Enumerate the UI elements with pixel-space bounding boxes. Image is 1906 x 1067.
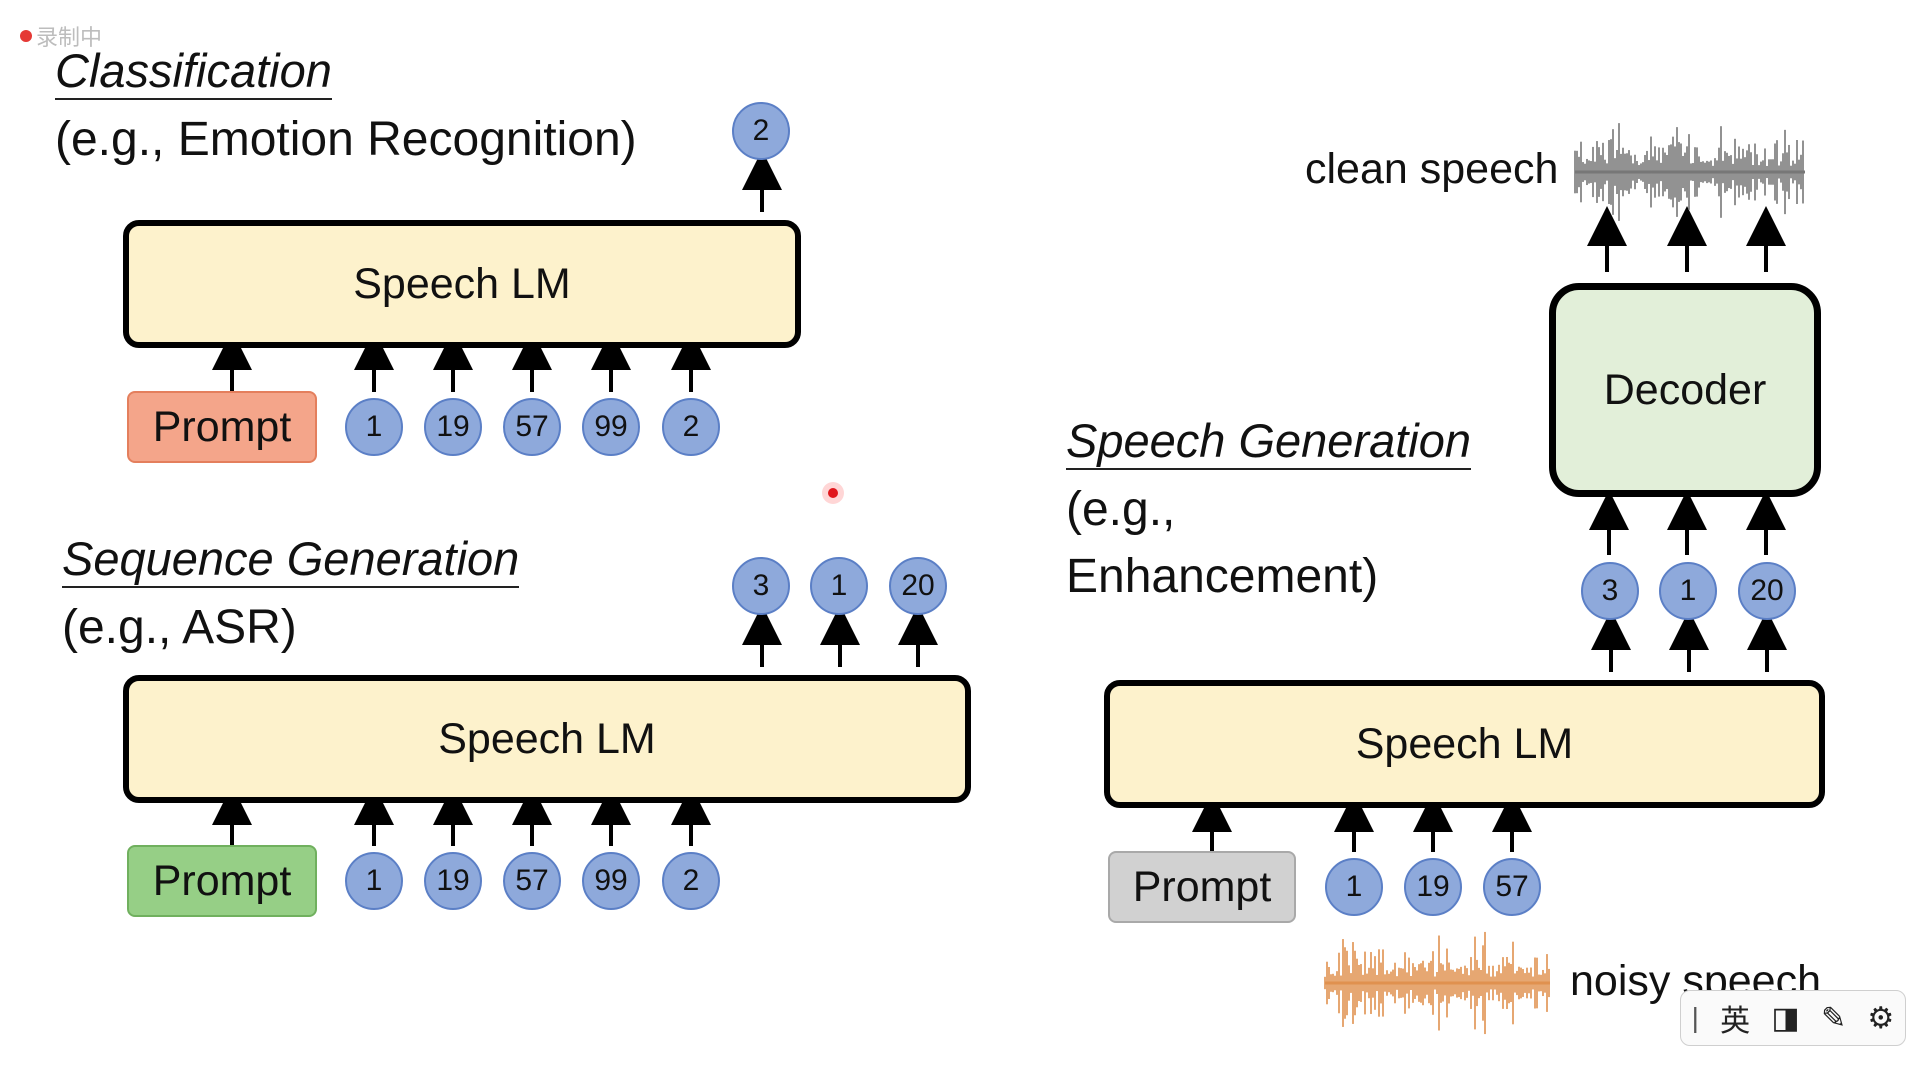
sequence-title: Sequence Generation	[62, 532, 520, 589]
sequence-subtitle: (e.g., ASR)	[62, 601, 297, 654]
token: 19	[1404, 858, 1462, 916]
classification-subtitle: (e.g., Emotion Recognition)	[55, 113, 637, 166]
speech-gen-speech-lm: Speech LM	[1104, 680, 1825, 808]
token: 99	[582, 398, 640, 456]
token: 19	[424, 398, 482, 456]
token: 57	[1483, 858, 1541, 916]
ime-language-toggle[interactable]: 英	[1720, 1005, 1751, 1038]
record-dot-icon	[20, 30, 32, 42]
prompt-label: Prompt	[1132, 862, 1272, 911]
gear-icon[interactable]: ⚙	[1867, 1001, 1895, 1035]
half-width-icon[interactable]: ◨	[1771, 1001, 1800, 1035]
speech-gen-prompt: Prompt	[1108, 851, 1296, 923]
speech-gen-subtitle-line2: Enhancement)	[1066, 550, 1379, 603]
clean-speech-label: clean speech	[1305, 145, 1559, 193]
decoder-block: Decoder	[1549, 283, 1821, 497]
speech-lm-label: Speech LM	[1355, 719, 1574, 768]
speech-gen-title: Speech Generation	[1066, 414, 1472, 471]
speech-gen-subtitle-line1: (e.g.,	[1066, 483, 1176, 536]
token: 2	[662, 398, 720, 456]
prompt-label: Prompt	[152, 402, 292, 451]
token: 19	[424, 852, 482, 910]
decoder-label: Decoder	[1603, 365, 1767, 414]
token: 99	[582, 852, 640, 910]
token: 1	[345, 398, 403, 456]
token: 2	[662, 852, 720, 910]
output-token: 3	[732, 557, 790, 615]
speech-lm-label: Speech LM	[438, 714, 656, 763]
cursor-icon[interactable]: |	[1691, 1002, 1699, 1033]
classification-prompt: Prompt	[127, 391, 317, 463]
output-token: 2	[732, 102, 790, 160]
brush-icon[interactable]: ✎	[1821, 1001, 1847, 1035]
token: 1	[345, 852, 403, 910]
output-token: 3	[1581, 562, 1639, 620]
noisy-speech-waveform	[1324, 931, 1550, 1035]
output-token: 20	[1738, 562, 1796, 620]
output-token: 20	[889, 557, 947, 615]
sequence-speech-lm: Speech LM	[123, 675, 971, 803]
ime-toolbar[interactable]: | 英 ◨ ✎ ⚙	[1680, 990, 1906, 1046]
output-token: 1	[1659, 562, 1717, 620]
classification-speech-lm: Speech LM	[123, 220, 801, 348]
recording-indicator: 录制中	[20, 20, 102, 52]
token: 1	[1325, 858, 1383, 916]
speech-lm-label: Speech LM	[353, 259, 571, 308]
recording-label: 录制中	[36, 25, 103, 50]
clean-speech-waveform	[1574, 123, 1805, 221]
prompt-label: Prompt	[152, 856, 292, 905]
pointer-icon	[822, 482, 844, 504]
sequence-prompt: Prompt	[127, 845, 317, 917]
token: 57	[503, 398, 561, 456]
output-token: 1	[810, 557, 868, 615]
token: 57	[503, 852, 561, 910]
classification-title: Classification	[55, 44, 332, 101]
